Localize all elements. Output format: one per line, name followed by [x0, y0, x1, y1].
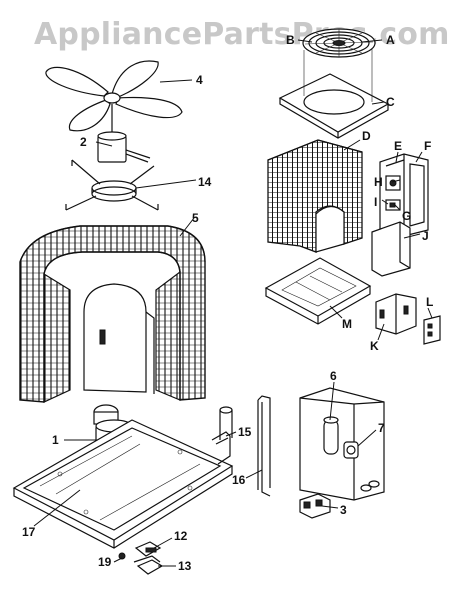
leader-lines	[33, 39, 433, 567]
tubing-16	[257, 395, 271, 497]
callout-I: I	[374, 195, 377, 209]
callout-A: A	[386, 33, 395, 47]
condenser-coil	[19, 225, 206, 403]
callout-J: J	[422, 229, 429, 243]
callout-H: H	[374, 175, 383, 189]
callout-B: B	[286, 33, 295, 47]
callout-12: 12	[174, 529, 188, 543]
callout-E: E	[394, 139, 402, 153]
access-panel-j	[371, 221, 411, 277]
base-pan	[12, 419, 234, 549]
service-valve	[118, 541, 164, 575]
panel-k	[375, 293, 417, 335]
callout-4: 4	[196, 73, 203, 87]
callout-D: D	[362, 129, 371, 143]
callout-G: G	[402, 209, 411, 223]
callout-labels: 4 2 14 5 1 17 15 16 12 13 19 6 7 3 A B C…	[22, 33, 433, 573]
motor-mount-bracket	[65, 159, 159, 211]
callout-17: 17	[22, 525, 36, 539]
fan-blade	[45, 60, 183, 132]
callout-C: C	[386, 95, 395, 109]
callout-6: 6	[330, 369, 337, 383]
callout-2: 2	[80, 135, 87, 149]
watermark-text: AppliancePartsPros.com	[34, 17, 450, 52]
top-panel	[278, 48, 390, 139]
control-box	[379, 153, 429, 237]
callout-M: M	[342, 317, 352, 331]
callout-19: 19	[98, 555, 112, 569]
condenser-coil-d	[267, 139, 363, 253]
bracket-l	[423, 315, 441, 345]
fan-motor	[97, 104, 151, 163]
terminal-block	[299, 493, 331, 519]
callout-5: 5	[192, 211, 199, 225]
base-pan-m	[264, 257, 372, 325]
callout-15: 15	[238, 425, 252, 439]
callout-F: F	[424, 139, 431, 153]
callout-L: L	[426, 295, 433, 309]
electrical-box	[299, 387, 385, 501]
callout-14: 14	[198, 175, 212, 189]
callout-K: K	[370, 339, 379, 353]
callout-16: 16	[232, 473, 246, 487]
callout-7: 7	[378, 421, 385, 435]
callout-1: 1	[52, 433, 59, 447]
tubing-15	[211, 406, 233, 465]
callout-3: 3	[340, 503, 347, 517]
fan-guard	[302, 28, 376, 58]
callout-13: 13	[178, 559, 192, 573]
